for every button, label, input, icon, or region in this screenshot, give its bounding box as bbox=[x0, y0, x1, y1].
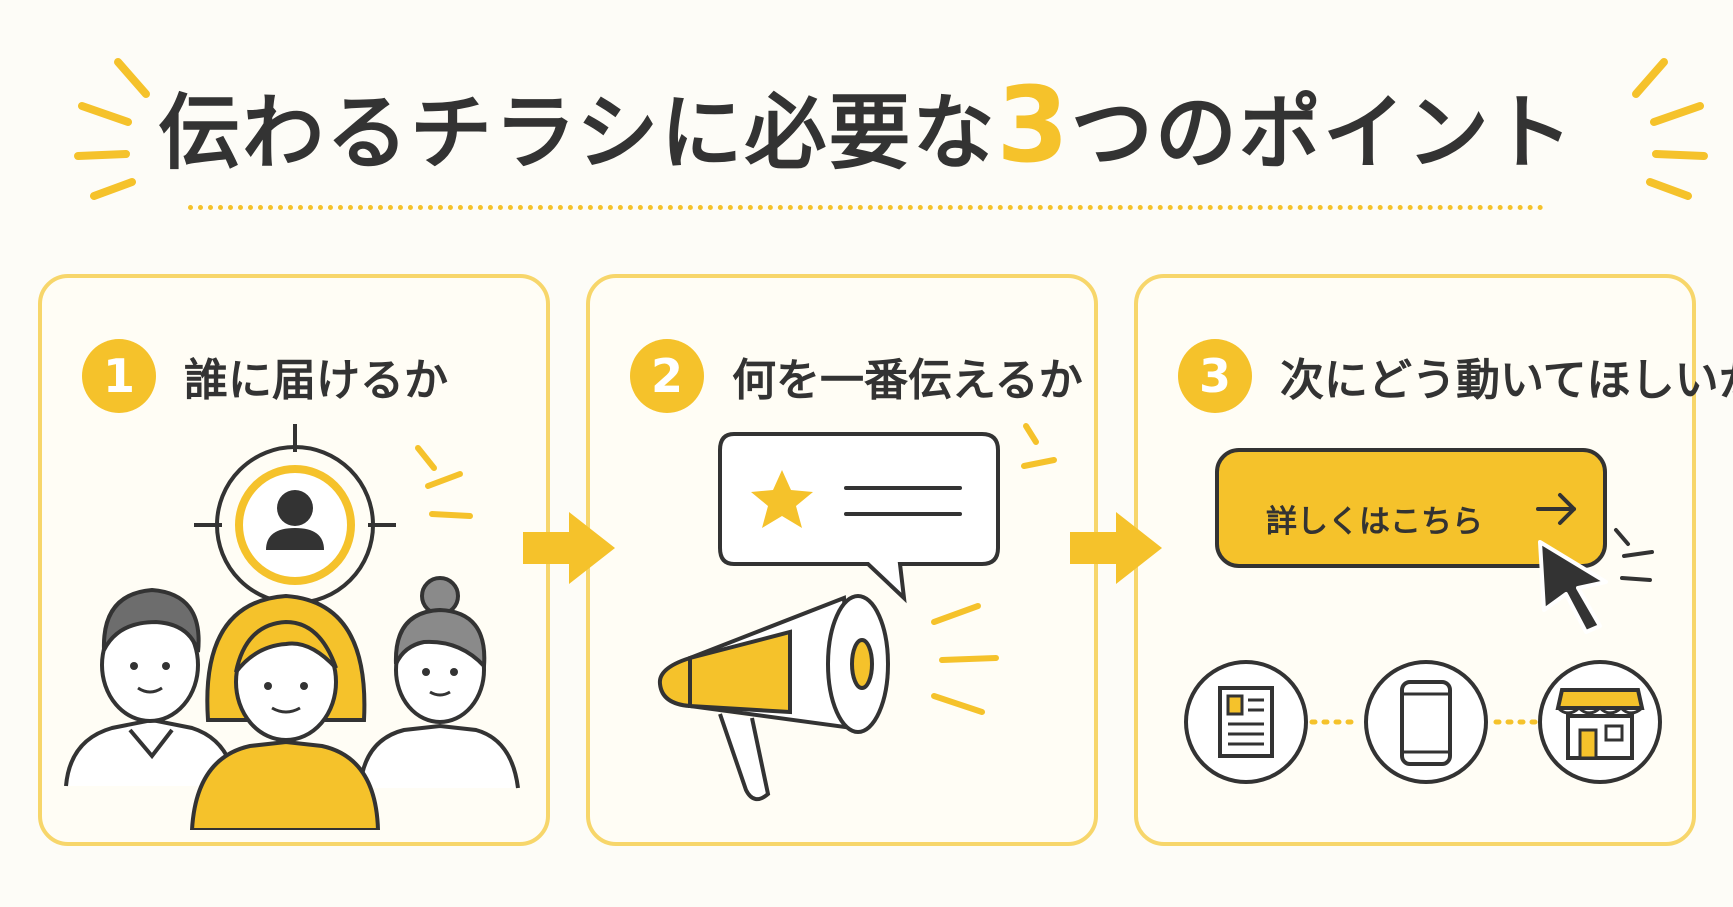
star-icon bbox=[751, 470, 813, 528]
burst-lines-icon bbox=[1021, 423, 1057, 469]
arrow-right-icon bbox=[1070, 512, 1162, 584]
burst-lines-icon bbox=[931, 603, 999, 715]
flyer-icon bbox=[1184, 660, 1308, 784]
title-suffix: つのポイント bbox=[1070, 86, 1575, 181]
arrow-right-icon bbox=[523, 512, 615, 584]
smartphone-icon bbox=[1364, 660, 1488, 784]
channels-row bbox=[1184, 660, 1662, 784]
step-number-badge: 2 bbox=[630, 339, 704, 413]
step-label: 誰に届けるか bbox=[184, 355, 448, 406]
speech-bubble-icon bbox=[718, 432, 1000, 604]
megaphone-icon bbox=[657, 594, 890, 802]
title-main: 伝わるチラシに必要な bbox=[158, 86, 997, 181]
step-header-2: 2 何を一番伝えるか bbox=[630, 336, 1083, 416]
people-icon bbox=[64, 576, 520, 830]
arrow-right-icon bbox=[1536, 493, 1576, 525]
store-icon bbox=[1538, 660, 1662, 784]
step-header-1: 1 誰に届けるか bbox=[82, 336, 448, 416]
cta-button-label: 詳しくはこちら bbox=[1266, 504, 1483, 540]
step-label: 次にどう動いてほしいか bbox=[1280, 355, 1733, 406]
step-number-badge: 1 bbox=[82, 339, 156, 413]
step-header-3: 3 次にどう動いてほしいか bbox=[1178, 336, 1733, 416]
left-burst-icon bbox=[74, 58, 150, 200]
title-number: 3 bbox=[996, 64, 1071, 186]
step-number-badge: 3 bbox=[1178, 339, 1252, 413]
burst-lines-icon bbox=[415, 445, 473, 519]
cursor-icon bbox=[1538, 540, 1608, 634]
page-title: 伝わるチラシに必要な3つのポイント bbox=[0, 70, 1733, 189]
right-burst-icon bbox=[1632, 58, 1708, 200]
step-label: 何を一番伝えるか bbox=[732, 355, 1083, 406]
title-underline bbox=[188, 205, 1544, 210]
burst-lines-icon bbox=[1614, 528, 1654, 582]
cta-button bbox=[1215, 448, 1607, 568]
person-icon bbox=[266, 490, 324, 550]
